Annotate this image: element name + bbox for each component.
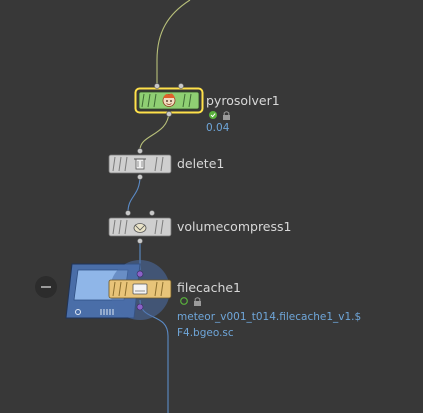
file-cache-icon — [132, 283, 148, 295]
input-port[interactable] — [136, 270, 144, 278]
node-filecache[interactable] — [65, 260, 172, 320]
check-icon — [209, 111, 217, 119]
output-port[interactable] — [137, 174, 143, 180]
node-volumecompress[interactable] — [108, 210, 172, 244]
wire-pyrosolver-to-delete[interactable] — [139, 111, 170, 151]
pyro-fire-face-icon — [162, 93, 176, 107]
node-stripes — [112, 156, 164, 172]
wire-input-to-pyrosolver[interactable] — [156, 0, 191, 88]
output-port[interactable] — [166, 111, 172, 117]
node-stripes — [112, 281, 164, 297]
node-value-label: 0.04 — [206, 122, 230, 134]
node-name-label: pyrosolver1 — [206, 93, 280, 108]
input-port[interactable] — [149, 210, 155, 216]
file-path-line1: meteor_v001_t014.filecache1_v1.$ — [177, 311, 362, 323]
lock-icon — [223, 111, 230, 120]
file-path-line2: F4.bgeo.sc — [177, 327, 234, 339]
node-name-label: volumecompress1 — [177, 219, 292, 234]
volume-compress-icon — [133, 223, 147, 233]
node-stripes — [141, 93, 192, 108]
node-delete[interactable] — [108, 148, 172, 180]
input-port[interactable] — [137, 148, 143, 154]
wire-delete-to-volumecompress[interactable] — [127, 175, 141, 213]
input-port[interactable] — [154, 83, 160, 89]
node-name-label: delete1 — [177, 156, 225, 171]
filecache-status-badges — [180, 297, 201, 306]
cook-circle-icon — [180, 297, 188, 305]
input-port[interactable] — [125, 210, 131, 216]
output-port[interactable] — [136, 303, 144, 311]
node-name-label: filecache1 — [177, 280, 242, 295]
output-port[interactable] — [137, 238, 143, 244]
lock-icon — [194, 297, 201, 306]
node-stripes — [112, 219, 164, 235]
pyrosolver-status-badges — [209, 111, 230, 120]
collapse-button[interactable] — [35, 276, 57, 298]
node-pyrosolver[interactable] — [134, 83, 204, 117]
input-port[interactable] — [178, 83, 184, 89]
delete-icon — [134, 158, 146, 170]
